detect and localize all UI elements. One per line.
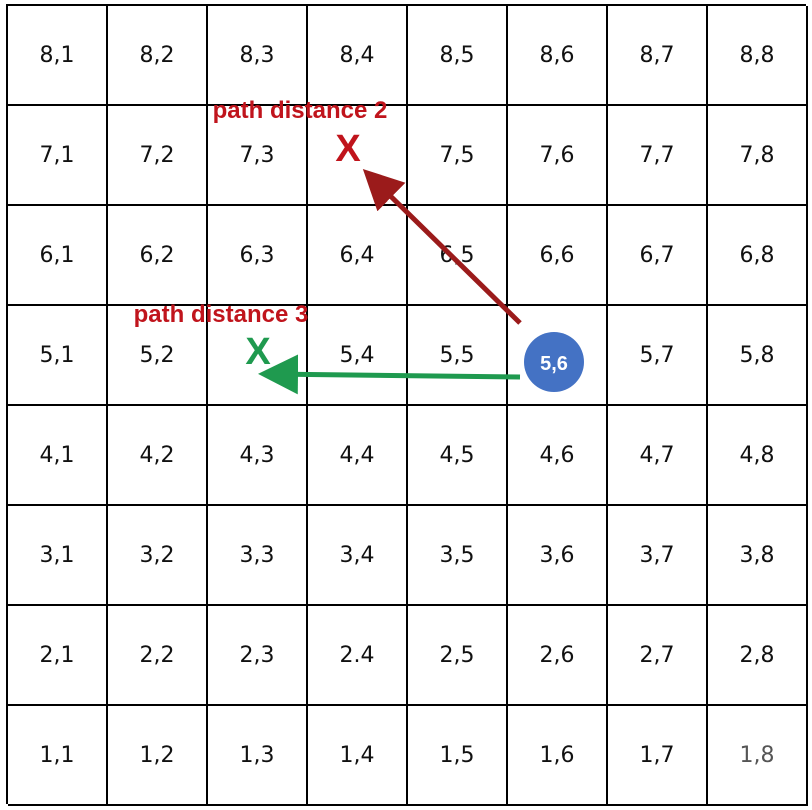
- grid-cell: 1,3: [208, 706, 308, 806]
- grid-cell: 5,4: [308, 306, 408, 406]
- grid-cell: 6,8: [708, 206, 808, 306]
- grid-cell: 6,1: [8, 206, 108, 306]
- grid-cell: 3,4: [308, 506, 408, 606]
- grid-cell: 3,7: [608, 506, 708, 606]
- grid-cell: 6,7: [608, 206, 708, 306]
- grid-cell: 5,8: [708, 306, 808, 406]
- grid-cell: 2,2: [108, 606, 208, 706]
- grid-cell: 7,6: [508, 106, 608, 206]
- grid-cell: [508, 306, 608, 406]
- grid-cell: 7,2: [108, 106, 208, 206]
- grid-cell: 4,3: [208, 406, 308, 506]
- grid-cell: 4,1: [8, 406, 108, 506]
- grid-cell: 7,3: [208, 106, 308, 206]
- grid-cell: [208, 306, 308, 406]
- grid-cell: 2,1: [8, 606, 108, 706]
- grid-cell: 8,4: [308, 6, 408, 106]
- grid-cell: 8,6: [508, 6, 608, 106]
- grid-cell: 6,3: [208, 206, 308, 306]
- grid-cell: 3,5: [408, 506, 508, 606]
- grid-cell: 4,7: [608, 406, 708, 506]
- grid-cell: 1,2: [108, 706, 208, 806]
- grid-cell: 5,7: [608, 306, 708, 406]
- grid-cell: 5,2: [108, 306, 208, 406]
- grid-cell: 1,6: [508, 706, 608, 806]
- grid-cell: 6,4: [308, 206, 408, 306]
- grid-cell: 5,1: [8, 306, 108, 406]
- grid-cell: 2.4: [308, 606, 408, 706]
- grid-cell: 8,2: [108, 6, 208, 106]
- grid-cell: 5,5: [408, 306, 508, 406]
- grid-cell: 3,2: [108, 506, 208, 606]
- grid-cell: 7,8: [708, 106, 808, 206]
- grid-cell: 2,7: [608, 606, 708, 706]
- grid-cell: 4,2: [108, 406, 208, 506]
- grid-cell: 6,6: [508, 206, 608, 306]
- grid-cell: 2,8: [708, 606, 808, 706]
- grid-cell: 1,8: [708, 706, 808, 806]
- grid-cell: 1,5: [408, 706, 508, 806]
- grid-cell: 3,8: [708, 506, 808, 606]
- grid-cell: 7,1: [8, 106, 108, 206]
- grid-cell: 1,4: [308, 706, 408, 806]
- grid-cell: 7,7: [608, 106, 708, 206]
- grid-cell: 8,7: [608, 6, 708, 106]
- grid-cell: 4,5: [408, 406, 508, 506]
- grid-cell: 8,5: [408, 6, 508, 106]
- grid-cell: 6,2: [108, 206, 208, 306]
- grid-cell: 3,1: [8, 506, 108, 606]
- grid-cell: 4,8: [708, 406, 808, 506]
- grid-cell: 7,5: [408, 106, 508, 206]
- grid-cell: 3,3: [208, 506, 308, 606]
- grid-cell: 2,6: [508, 606, 608, 706]
- grid-cell: 1,1: [8, 706, 108, 806]
- grid-cell: 2,3: [208, 606, 308, 706]
- grid-cell: [308, 106, 408, 206]
- grid-cell: 8,1: [8, 6, 108, 106]
- grid-cell: 4,4: [308, 406, 408, 506]
- grid-cell: 2,5: [408, 606, 508, 706]
- grid-cell: 8,3: [208, 6, 308, 106]
- grid-cell: 1,7: [608, 706, 708, 806]
- grid-cell: 3,6: [508, 506, 608, 606]
- grid-cell: 4,6: [508, 406, 608, 506]
- grid-cell: 8,8: [708, 6, 808, 106]
- grid-cell: 6,5: [408, 206, 508, 306]
